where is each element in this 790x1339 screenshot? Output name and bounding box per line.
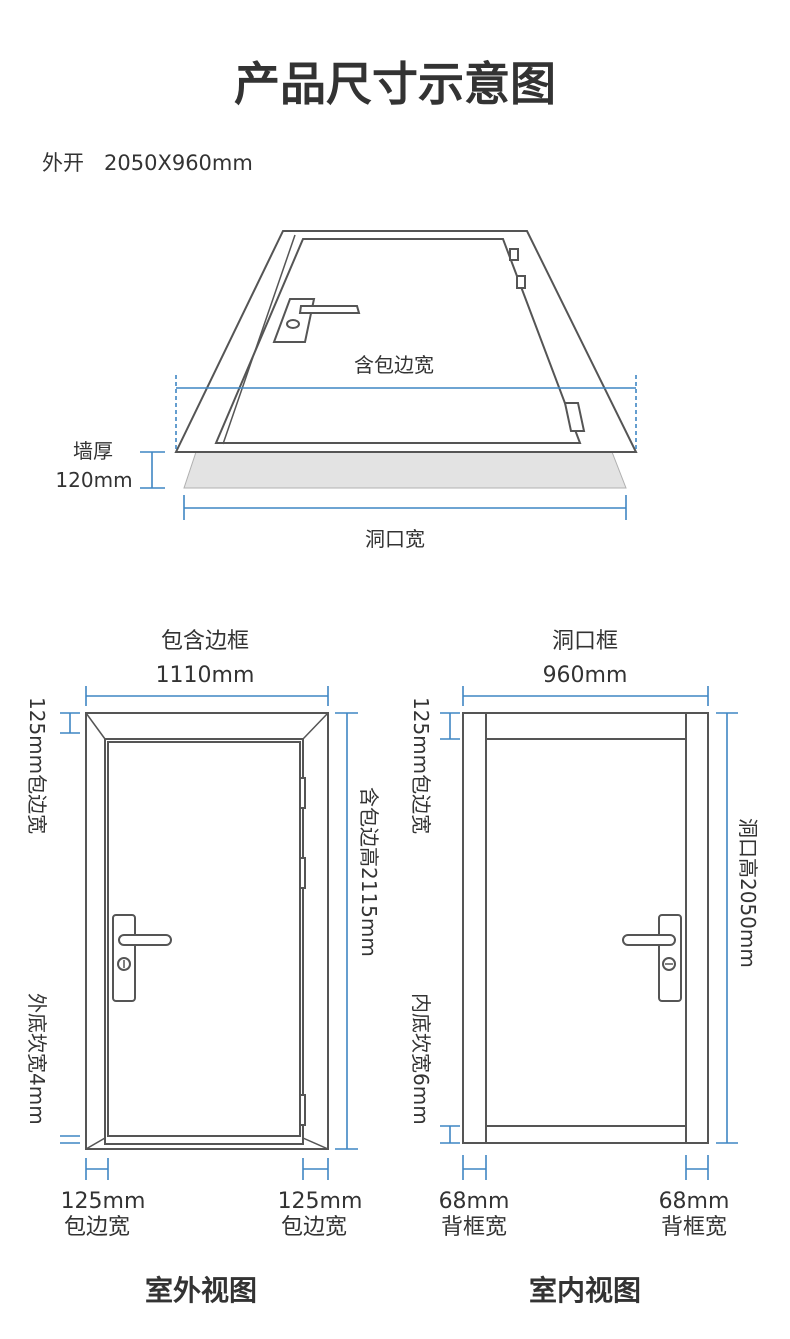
interior-door-leaf	[485, 738, 687, 1127]
interior-bottom-right-value: 68mm	[659, 1189, 730, 1214]
interior-left-dimensions	[440, 712, 460, 1144]
exterior-bottom-dimensions	[85, 1158, 329, 1180]
frame-inner-edge	[222, 234, 296, 445]
exterior-hinge-2	[299, 857, 306, 889]
exterior-height-label: 含包边高2115mm	[357, 787, 381, 957]
door-size: 2050X960mm	[104, 151, 253, 175]
exterior-door-drawing	[85, 712, 329, 1150]
wall-thickness-dimension	[140, 451, 165, 489]
interior-bottom-left-value: 68mm	[439, 1189, 510, 1214]
hinge-top	[509, 248, 519, 261]
exterior-handle	[112, 914, 172, 1002]
opening-type: 外开	[42, 151, 84, 175]
interior-door-drawing	[462, 712, 709, 1144]
exterior-top-value: 1110mm	[156, 663, 255, 688]
exterior-left-bottom-label: 外底坎宽4mm	[25, 993, 49, 1125]
wall-thickness-label: 墙厚	[73, 439, 113, 463]
interior-handle	[622, 914, 682, 1002]
exterior-bottom-right-value: 125mm	[278, 1189, 363, 1214]
interior-left-bottom-label: 内底坎宽6mm	[409, 993, 433, 1125]
exterior-left-top-label: 125mm包边宽	[25, 697, 49, 834]
exterior-bottom-left-label: 包边宽	[64, 1215, 130, 1240]
exterior-width-dimension	[85, 686, 329, 706]
exterior-hinge-1	[299, 777, 306, 809]
perspective-handle	[272, 298, 361, 343]
interior-bottom-right-label: 背框宽	[661, 1215, 727, 1240]
interior-height-dimension	[716, 712, 738, 1144]
hinge-middle	[516, 275, 526, 289]
trim-width-label: 含包边宽	[354, 353, 434, 377]
opening-width-dimension	[183, 495, 627, 520]
interior-left-top-label: 125mm包边宽	[409, 697, 433, 834]
interior-top-label: 洞口框	[552, 629, 618, 654]
interior-width-dimension	[462, 686, 709, 706]
exterior-left-dimensions	[60, 712, 80, 1144]
interior-top-value: 960mm	[543, 663, 628, 688]
exterior-view-caption: 室外视图	[145, 1274, 257, 1307]
hinge-bottom	[563, 402, 586, 432]
trim-width-dimension	[175, 375, 637, 452]
perspective-door-illustration	[174, 230, 638, 489]
exterior-top-label: 包含边框	[161, 629, 249, 654]
interior-bottom-dimensions	[462, 1155, 709, 1180]
interior-view-caption: 室内视图	[529, 1274, 641, 1307]
exterior-bottom-right-label: 包边宽	[281, 1215, 347, 1240]
opening-width-label: 洞口宽	[365, 527, 425, 551]
interior-bottom-left-label: 背框宽	[441, 1215, 507, 1240]
interior-height-label: 洞口高2050mm	[736, 818, 760, 968]
wall-thickness-value: 120mm	[55, 468, 132, 492]
exterior-bottom-left-value: 125mm	[61, 1189, 146, 1214]
wall-slab	[183, 451, 627, 489]
exterior-height-dimension	[335, 712, 358, 1150]
exterior-hinge-3	[299, 1094, 306, 1126]
page-title: 产品尺寸示意图	[234, 57, 556, 111]
door-leaf	[214, 238, 582, 444]
